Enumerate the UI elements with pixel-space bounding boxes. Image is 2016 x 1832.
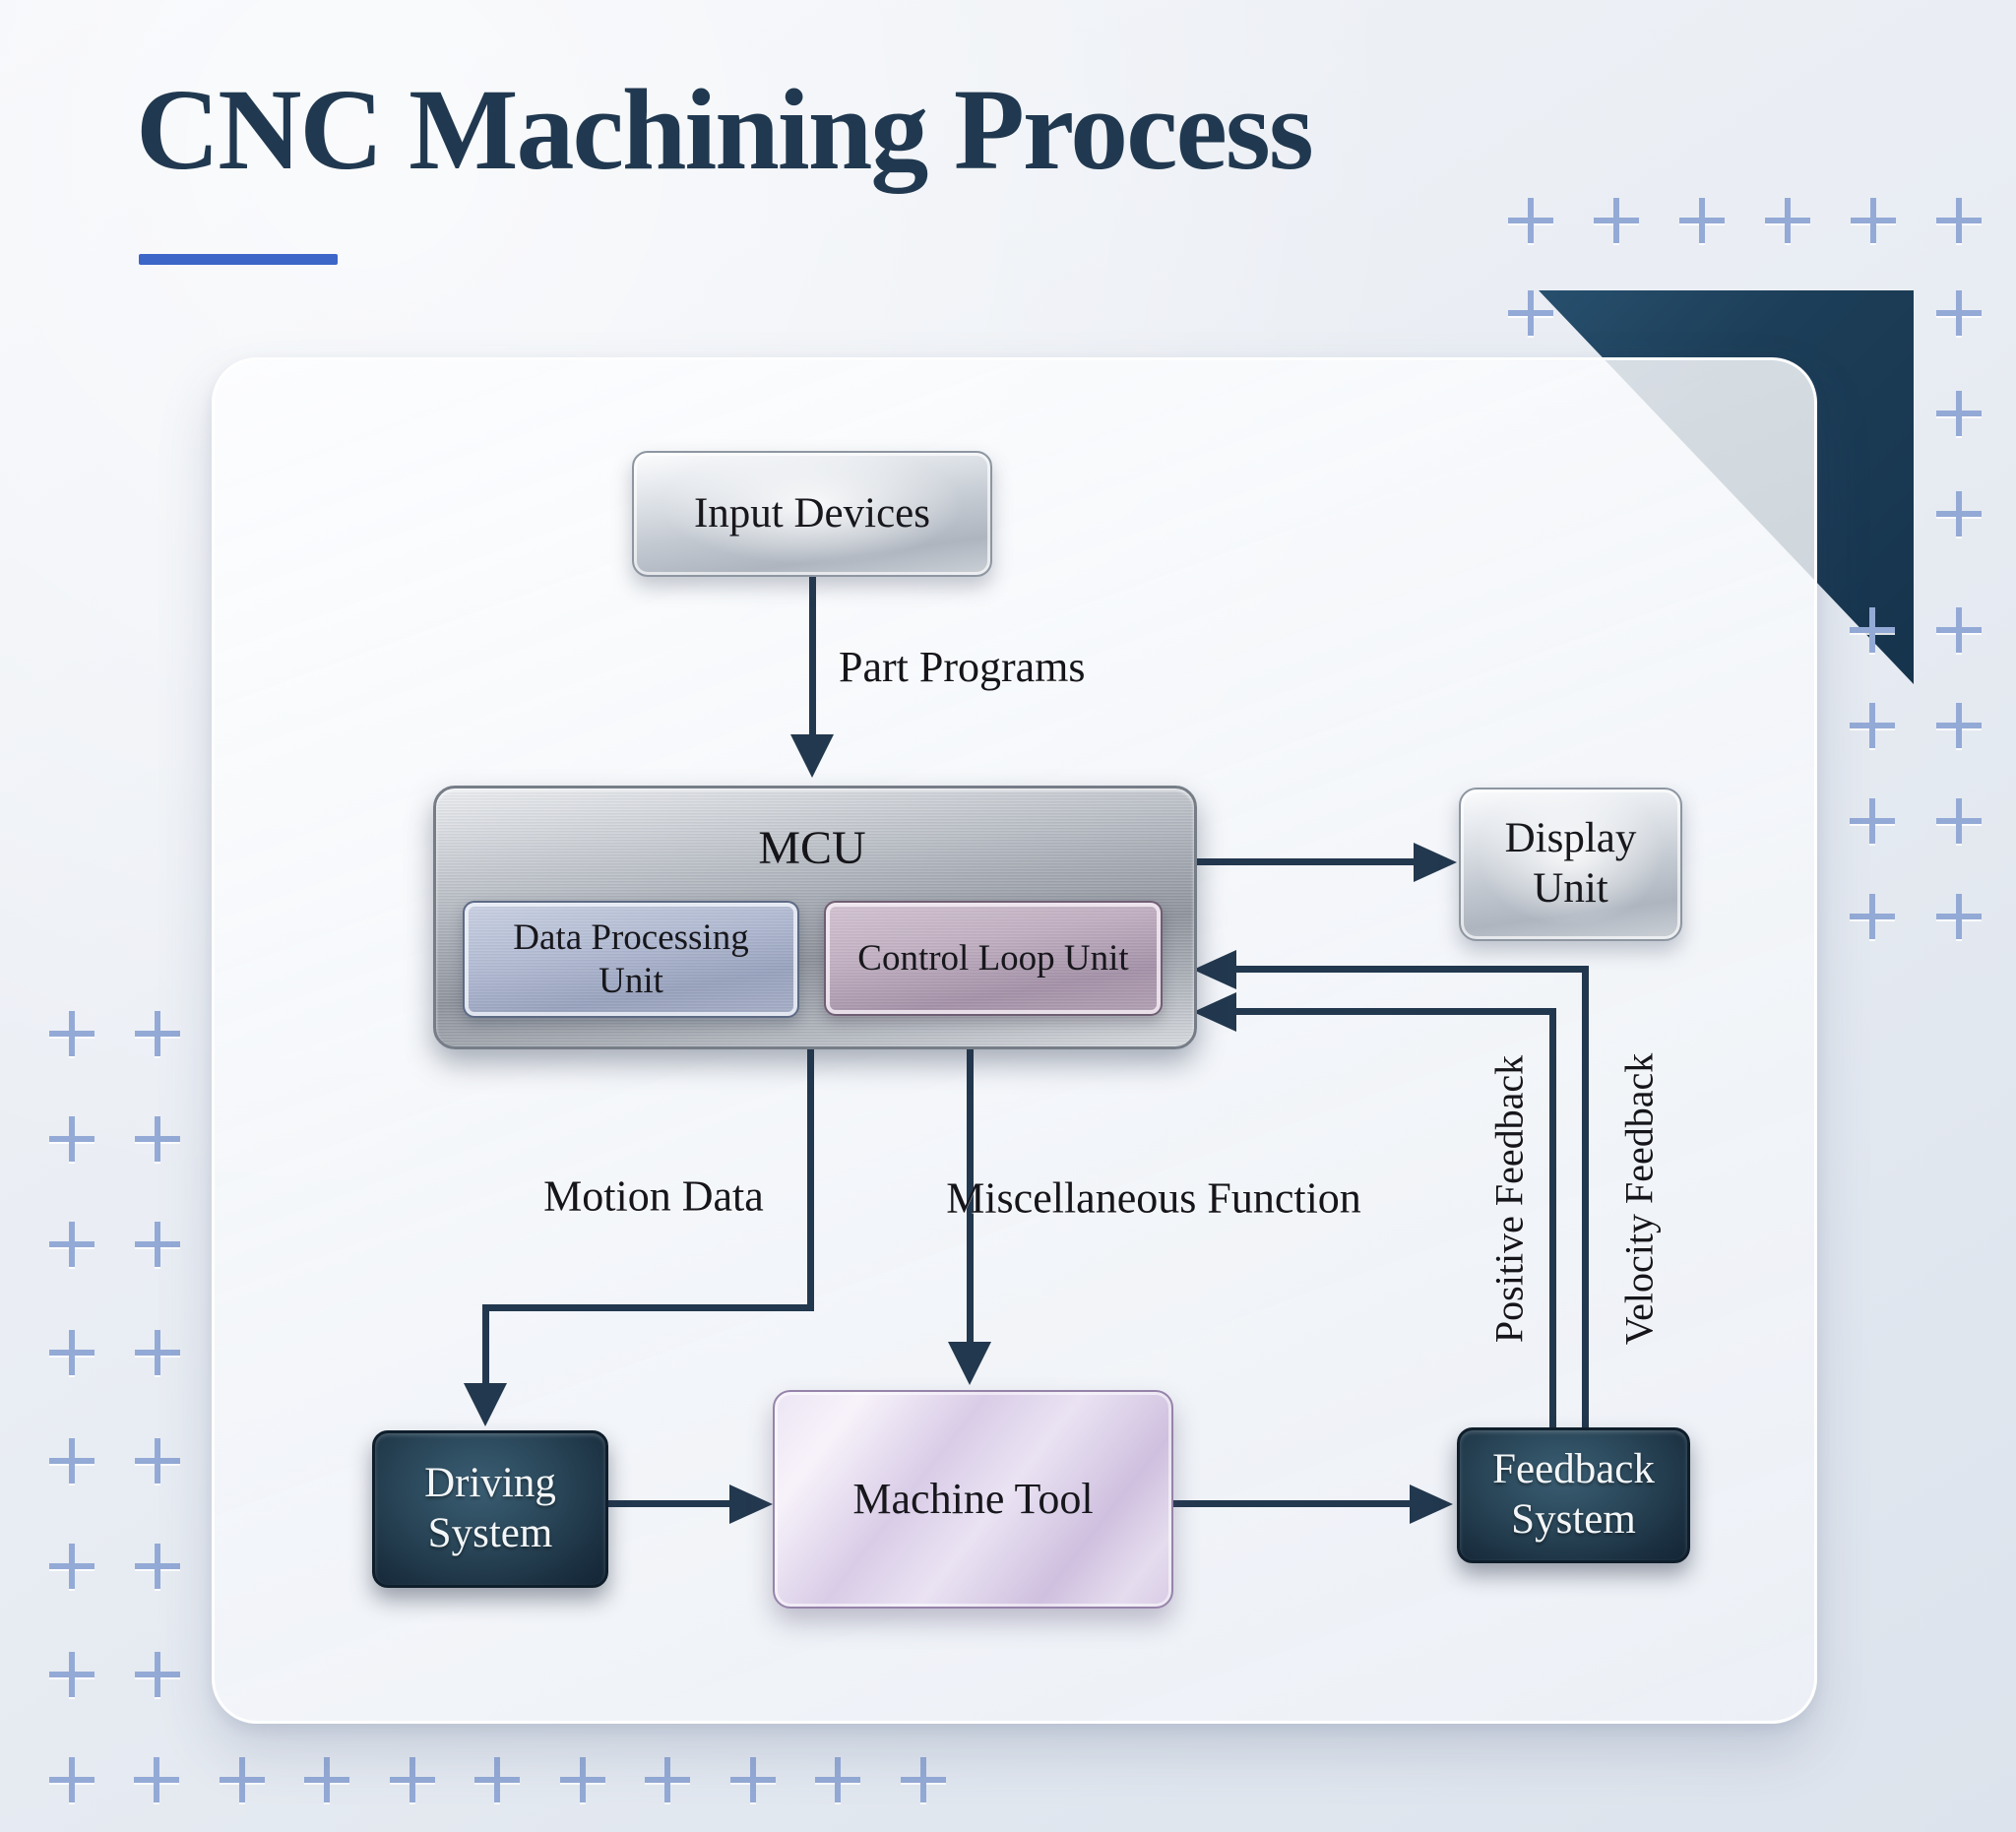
arrow-driving-machine-line: [607, 1500, 731, 1507]
plus-icon: [49, 1330, 94, 1375]
arrow-machine-feedback-line: [1169, 1500, 1412, 1507]
plus-icon: [560, 1757, 605, 1802]
node-display-unit-label: Display Unit: [1504, 815, 1637, 912]
node-driving-system: Driving System: [372, 1430, 608, 1588]
plus-icon: [1508, 198, 1553, 243]
plus-icon: [1936, 703, 1982, 748]
plus-icon: [49, 1757, 94, 1802]
arrow-positive-feedback-head-icon: [1193, 992, 1236, 1032]
plus-icon: [1850, 894, 1895, 939]
arrow-motion-data-line-3: [482, 1304, 489, 1389]
plus-icon: [220, 1757, 265, 1802]
plus-icon: [1508, 290, 1553, 336]
page-title: CNC Machining Process: [136, 65, 1314, 194]
edge-label-velocity-feedback: Velocity Feedback: [1616, 1052, 1662, 1346]
node-driving-system-label: Driving System: [424, 1460, 556, 1556]
plus-icon: [1851, 198, 1896, 243]
plus-icon: [49, 1544, 94, 1589]
plus-icon: [1594, 198, 1639, 243]
plus-icon: [49, 1222, 94, 1267]
plus-icon: [49, 1438, 94, 1484]
node-control-loop-unit-label: Control Loop Unit: [857, 937, 1129, 979]
plus-icon: [49, 1652, 94, 1697]
plus-icon: [1936, 894, 1982, 939]
node-input-devices-label: Input Devices: [693, 489, 930, 537]
plus-icon: [1936, 798, 1982, 844]
arrow-positive-feedback-line-h: [1234, 1008, 1556, 1015]
edge-label-part-programs: Part Programs: [839, 643, 1086, 691]
node-control-loop-unit: Control Loop Unit: [824, 901, 1163, 1016]
node-display-unit: Display Unit: [1459, 788, 1682, 941]
plus-icon: [135, 1222, 180, 1267]
edge-label-motion-data: Motion Data: [543, 1171, 764, 1221]
plus-icon: [135, 1330, 180, 1375]
plus-icon: [901, 1757, 946, 1802]
plus-icon: [49, 1011, 94, 1056]
node-data-processing-unit-label: Data Processing Unit: [513, 916, 749, 1001]
plus-icon: [1850, 703, 1895, 748]
arrow-motion-data-head-icon: [464, 1383, 507, 1426]
arrow-motion-data-line-1: [807, 1043, 814, 1311]
node-data-processing-unit: Data Processing Unit: [463, 901, 799, 1018]
plus-icon: [135, 1544, 180, 1589]
plus-icon: [304, 1757, 349, 1802]
plus-icon: [1765, 198, 1810, 243]
arrow-mcu-display-head-icon: [1414, 843, 1457, 882]
plus-icon: [135, 1116, 180, 1162]
plus-icon: [645, 1757, 690, 1802]
plus-icon: [135, 1011, 180, 1056]
plus-icon: [1936, 491, 1982, 537]
plus-icon: [135, 1652, 180, 1697]
plus-icon: [474, 1757, 520, 1802]
plus-icon: [1850, 798, 1895, 844]
edge-label-miscellaneous-function: Miscellaneous Function: [946, 1173, 1361, 1223]
plus-icon: [390, 1757, 435, 1802]
arrow-motion-data-line-2: [482, 1304, 814, 1311]
node-feedback-system: Feedback System: [1457, 1427, 1690, 1563]
plus-icon: [135, 1438, 180, 1484]
plus-icon: [1936, 607, 1982, 653]
title-underline: [139, 254, 338, 265]
node-machine-tool-label: Machine Tool: [852, 1475, 1094, 1524]
plus-icon: [1936, 391, 1982, 436]
plus-icon: [1679, 198, 1725, 243]
arrow-part-programs-head-icon: [790, 734, 834, 778]
arrow-misc-function-line: [967, 1043, 974, 1348]
arrow-misc-function-head-icon: [948, 1342, 991, 1385]
edge-label-positive-feedback: Positive Feedback: [1486, 1054, 1532, 1344]
plus-icon: [1936, 198, 1982, 243]
node-machine-tool: Machine Tool: [773, 1390, 1173, 1609]
node-input-devices: Input Devices: [632, 451, 992, 577]
plus-icon: [134, 1757, 179, 1802]
plus-icon: [1850, 607, 1895, 653]
arrow-positive-feedback-line-v: [1549, 1008, 1556, 1429]
arrow-part-programs-line: [809, 573, 816, 738]
node-feedback-system-label: Feedback System: [1492, 1446, 1655, 1543]
arrow-machine-feedback-head-icon: [1410, 1485, 1453, 1524]
node-mcu-label: MCU: [758, 822, 866, 874]
plus-icon: [1936, 290, 1982, 336]
plus-icon: [815, 1757, 860, 1802]
plus-icon: [49, 1116, 94, 1162]
arrow-velocity-feedback-line-h: [1234, 966, 1589, 973]
arrow-velocity-feedback-head-icon: [1193, 950, 1236, 989]
arrow-mcu-display-line: [1193, 858, 1416, 865]
arrow-driving-machine-head-icon: [729, 1485, 773, 1524]
plus-icon: [730, 1757, 776, 1802]
arrow-velocity-feedback-line-v: [1582, 966, 1589, 1429]
